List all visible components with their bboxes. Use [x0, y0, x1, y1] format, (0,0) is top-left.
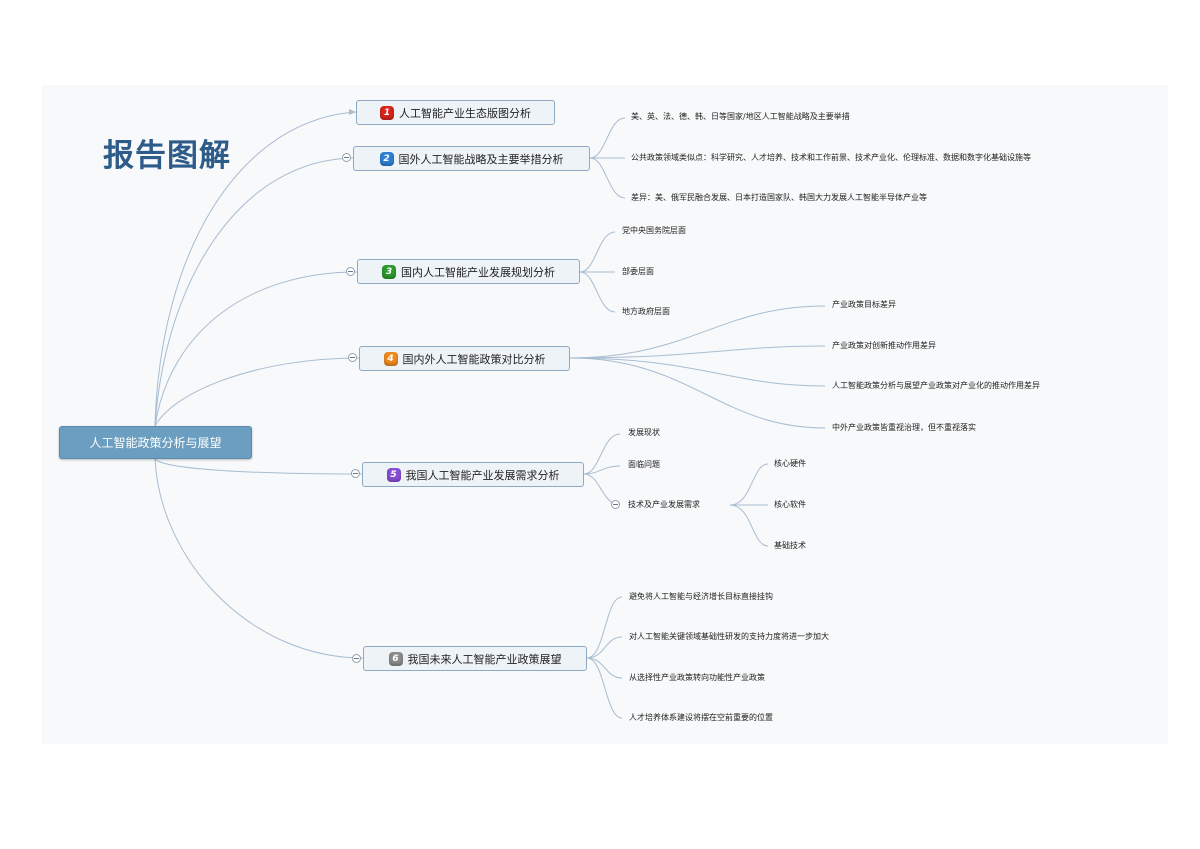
priority-1-icon: 1	[380, 105, 394, 120]
leaf-node[interactable]: 对人工智能关键领域基础性研发的支持力度将进一步加大	[629, 632, 829, 641]
leaf-node[interactable]: 人工智能政策分析与展望产业政策对产业化的推动作用差异	[832, 381, 1040, 390]
leaf-node[interactable]: 产业政策目标差异	[832, 300, 896, 309]
leaf-node[interactable]: 核心软件	[774, 500, 806, 509]
branch-node-1[interactable]: 1 人工智能产业生态版图分析	[356, 100, 555, 125]
branch-label: 我国未来人工智能产业政策展望	[407, 652, 562, 666]
branch-node-3[interactable]: 3 国内人工智能产业发展规划分析	[357, 259, 580, 284]
leaf-node[interactable]: 发展现状	[628, 428, 660, 437]
branch-label: 我国人工智能产业发展需求分析	[405, 468, 560, 482]
leaf-node[interactable]: 党中央国务院层面	[622, 226, 686, 235]
collapse-toggle-icon[interactable]	[346, 267, 355, 276]
priority-3-icon: 3	[382, 264, 396, 279]
report-illustration-title: 报告图解	[103, 138, 231, 174]
branch-node-6[interactable]: 6 我国未来人工智能产业政策展望	[363, 646, 587, 671]
branch-label: 国内外人工智能政策对比分析	[402, 352, 546, 366]
leaf-node[interactable]: 从选择性产业政策转向功能性产业政策	[629, 673, 765, 682]
leaf-node[interactable]: 部委层面	[622, 267, 654, 276]
priority-5-icon: 5	[386, 467, 401, 482]
branch-node-4[interactable]: 4 国内外人工智能政策对比分析	[359, 346, 570, 371]
collapse-toggle-icon[interactable]	[351, 469, 360, 478]
branch-node-2[interactable]: 2 国外人工智能战略及主要举措分析	[353, 146, 590, 171]
leaf-node[interactable]: 避免将人工智能与经济增长目标直接挂钩	[629, 592, 773, 601]
leaf-node[interactable]: 美、英、法、德、韩、日等国家/地区人工智能战略及主要举措	[631, 112, 850, 121]
leaf-node[interactable]: 产业政策对创新推动作用差异	[832, 341, 936, 350]
collapse-toggle-icon[interactable]	[352, 654, 361, 663]
branch-label: 国内人工智能产业发展规划分析	[401, 265, 555, 279]
leaf-node[interactable]: 技术及产业发展需求	[628, 500, 700, 509]
leaf-node[interactable]: 地方政府层面	[622, 307, 670, 316]
branch-node-5[interactable]: 5 我国人工智能产业发展需求分析	[362, 462, 584, 487]
leaf-node[interactable]: 人才培养体系建设将摆在空前重要的位置	[629, 713, 773, 722]
branch-label: 人工智能产业生态版图分析	[399, 106, 531, 120]
leaf-node[interactable]: 面临问题	[628, 460, 660, 469]
collapse-toggle-icon[interactable]	[348, 353, 357, 362]
root-node[interactable]: 人工智能政策分析与展望	[59, 426, 252, 459]
leaf-node[interactable]: 公共政策领域类似点：科学研究、人才培养、技术和工作前景、技术产业化、伦理标准、数…	[631, 153, 1031, 162]
leaf-node[interactable]: 差异：美、俄军民融合发展、日本打造国家队、韩国大力发展人工智能半导体产业等	[631, 193, 927, 202]
branch-label: 国外人工智能战略及主要举措分析	[398, 152, 564, 166]
collapse-toggle-icon[interactable]	[342, 153, 351, 162]
leaf-node[interactable]: 基础技术	[774, 541, 806, 550]
mindmap-canvas	[42, 85, 1168, 744]
leaf-node[interactable]: 核心硬件	[774, 459, 806, 468]
priority-4-icon: 4	[383, 351, 398, 366]
collapse-toggle-icon[interactable]	[611, 500, 620, 509]
priority-6-icon: 6	[388, 651, 403, 666]
priority-2-icon: 2	[379, 151, 394, 166]
leaf-node[interactable]: 中外产业政策皆重视治理，但不重视落实	[832, 423, 976, 432]
